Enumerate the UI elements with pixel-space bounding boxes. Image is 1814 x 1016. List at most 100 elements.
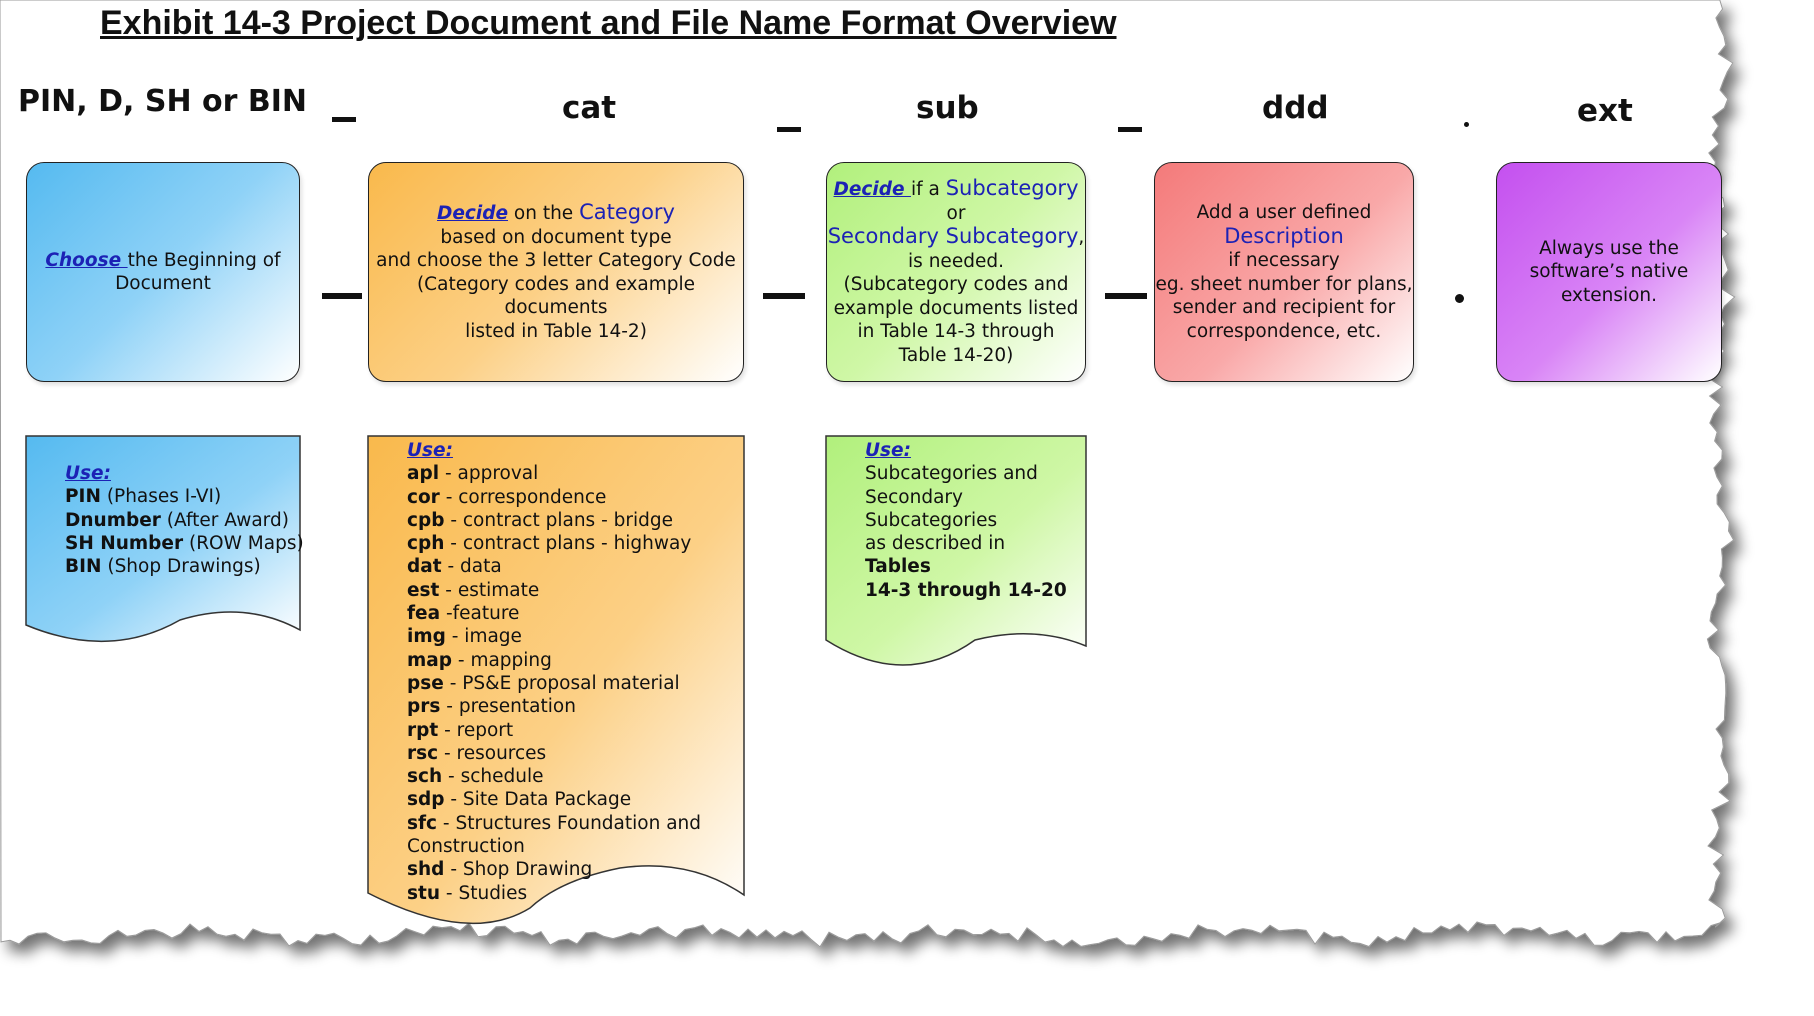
list-item: rsc - resources <box>407 742 701 765</box>
box-sub-line: is needed. <box>908 250 1004 272</box>
list-item: apl - approval <box>407 462 701 485</box>
header-underscore-3 <box>1118 127 1142 132</box>
note-pin-desc: (After Award) <box>160 509 289 531</box>
category-code: sfc <box>407 812 438 834</box>
category-code: sdp <box>407 789 445 811</box>
note-pin-desc: (Phases I-VI) <box>100 486 222 508</box>
box-sub-line: (Subcategory codes and <box>843 274 1069 295</box>
category-code: cor <box>407 486 440 508</box>
category-code: shd <box>407 859 445 881</box>
box-pin-line1: the Beginning of <box>127 249 281 271</box>
box-pin: Choose the Beginning of Document <box>26 162 300 382</box>
box-ext: Always use the software’s native extensi… <box>1496 162 1722 382</box>
category-code: sch <box>407 766 443 788</box>
category-code: fea <box>407 603 441 625</box>
category-description: - resources <box>438 742 547 764</box>
box-sub-line: in Table 14-3 through <box>857 321 1055 342</box>
category-description: - Studies <box>440 882 528 904</box>
note-sub-line: Subcategories <box>865 509 998 531</box>
list-item: prs - presentation <box>407 695 701 718</box>
box-pin-link[interactable]: Choose <box>45 249 128 271</box>
note-shape-sub <box>825 435 1087 666</box>
box-cat-pre: on the <box>508 203 580 224</box>
category-code: rpt <box>407 719 439 741</box>
category-description: - presentation <box>440 696 576 718</box>
box-cat-link[interactable]: Decide <box>437 203 509 224</box>
note-sub: Use: Subcategories and Secondary Subcate… <box>865 439 1067 602</box>
list-item: cor - correspondence <box>407 486 701 509</box>
category-description: -feature <box>440 603 520 625</box>
category-description: - contract plans - bridge <box>444 509 673 531</box>
list-item: rpt - report <box>407 719 701 742</box>
list-item: stu - Studies <box>407 882 701 905</box>
list-item: shd - Shop Drawing <box>407 858 701 881</box>
note-pin-code: PIN <box>65 486 101 508</box>
category-description: - Shop Drawing <box>444 859 593 881</box>
category-description: - report <box>438 719 514 741</box>
page-title: Exhibit 14-3 Project Document and File N… <box>100 4 1117 42</box>
list-item: sfc - Structures Foundation and <box>407 812 701 835</box>
header-ext: ext <box>1577 93 1633 129</box>
list-item: sch - schedule <box>407 765 701 788</box>
list-item: PIN (Phases I-VI) <box>65 485 304 508</box>
box-sub-pre: if a <box>910 179 946 200</box>
header-cat: cat <box>562 90 617 126</box>
box-ddd-line1: Add a user defined <box>1196 202 1372 223</box>
category-code: cph <box>407 533 445 555</box>
header-underscore-1 <box>332 117 356 122</box>
box-cat: Decide on the Category based on document… <box>368 162 744 382</box>
header-sub: sub <box>916 90 979 126</box>
box-sub-link[interactable]: Decide <box>833 179 911 200</box>
category-code: stu <box>407 882 441 904</box>
list-item: sdp - Site Data Package <box>407 788 701 811</box>
box-ddd-keyword: Description <box>1224 223 1344 248</box>
box-ddd-line: correspondence, etc. <box>1186 320 1382 342</box>
list-item: dat - data <box>407 555 701 578</box>
box-ddd: Add a user defined Description if necess… <box>1154 162 1414 382</box>
box-ext-line: extension. <box>1560 284 1658 306</box>
header-underscore-2 <box>777 127 801 132</box>
box-sub-line: Table 14-20) <box>898 344 1014 366</box>
note-pin-use: Use: <box>65 463 111 484</box>
list-item: pse - PS&E proposal material <box>407 672 701 695</box>
category-description: - Structures Foundation and <box>437 812 701 834</box>
box-ext-line: software’s native <box>1529 261 1689 283</box>
category-description: - correspondence <box>439 486 607 508</box>
box-sub: Decide if a Subcategory or Secondary Sub… <box>826 162 1086 382</box>
category-description: - approval <box>439 463 539 485</box>
list-item: SH Number (ROW Maps) <box>65 532 304 555</box>
category-code: est <box>407 579 440 601</box>
note-cat-use: Use: <box>407 440 453 461</box>
note-shape-cat <box>367 435 745 925</box>
note-sub-bold-line: Tables <box>865 556 931 578</box>
box-ext-line: Always use the <box>1539 237 1679 259</box>
box-cat-line: listed in Table 14-2) <box>465 320 647 342</box>
category-description: Construction <box>407 836 525 858</box>
separator-dot <box>1455 294 1464 303</box>
note-sub-bold-line: 14-3 through 14-20 <box>865 579 1067 601</box>
category-description: - mapping <box>452 649 552 671</box>
box-sub-or: or <box>946 202 966 224</box>
note-pin-code: SH Number <box>65 532 184 554</box>
header-ddd: ddd <box>1262 90 1329 126</box>
category-description: - data <box>441 556 502 578</box>
box-sub-comma: , <box>1078 227 1085 248</box>
box-cat-line: (Category codes and example documents <box>416 273 696 319</box>
category-code: dat <box>407 556 442 578</box>
note-pin-code: BIN <box>65 556 102 578</box>
header-first: PIN, D, SH or BIN <box>18 84 307 119</box>
box-cat-line: and choose the 3 letter Category Code <box>376 250 736 271</box>
box-ddd-line: eg. sheet number for plans, <box>1155 273 1413 295</box>
note-pin-code: Dnumber <box>65 509 161 531</box>
category-description: - Site Data Package <box>444 789 632 811</box>
note-sub-use: Use: <box>865 440 911 461</box>
category-code: prs <box>407 696 441 718</box>
category-description: - schedule <box>442 766 544 788</box>
category-code: apl <box>407 463 440 485</box>
note-sub-line: as described in <box>865 533 1006 555</box>
note-pin: Use: PIN (Phases I-VI) Dnumber (After Aw… <box>65 462 304 578</box>
box-pin-line2: Document <box>115 273 211 294</box>
category-code: map <box>407 649 453 671</box>
separator-underscore-2 <box>763 293 805 299</box>
